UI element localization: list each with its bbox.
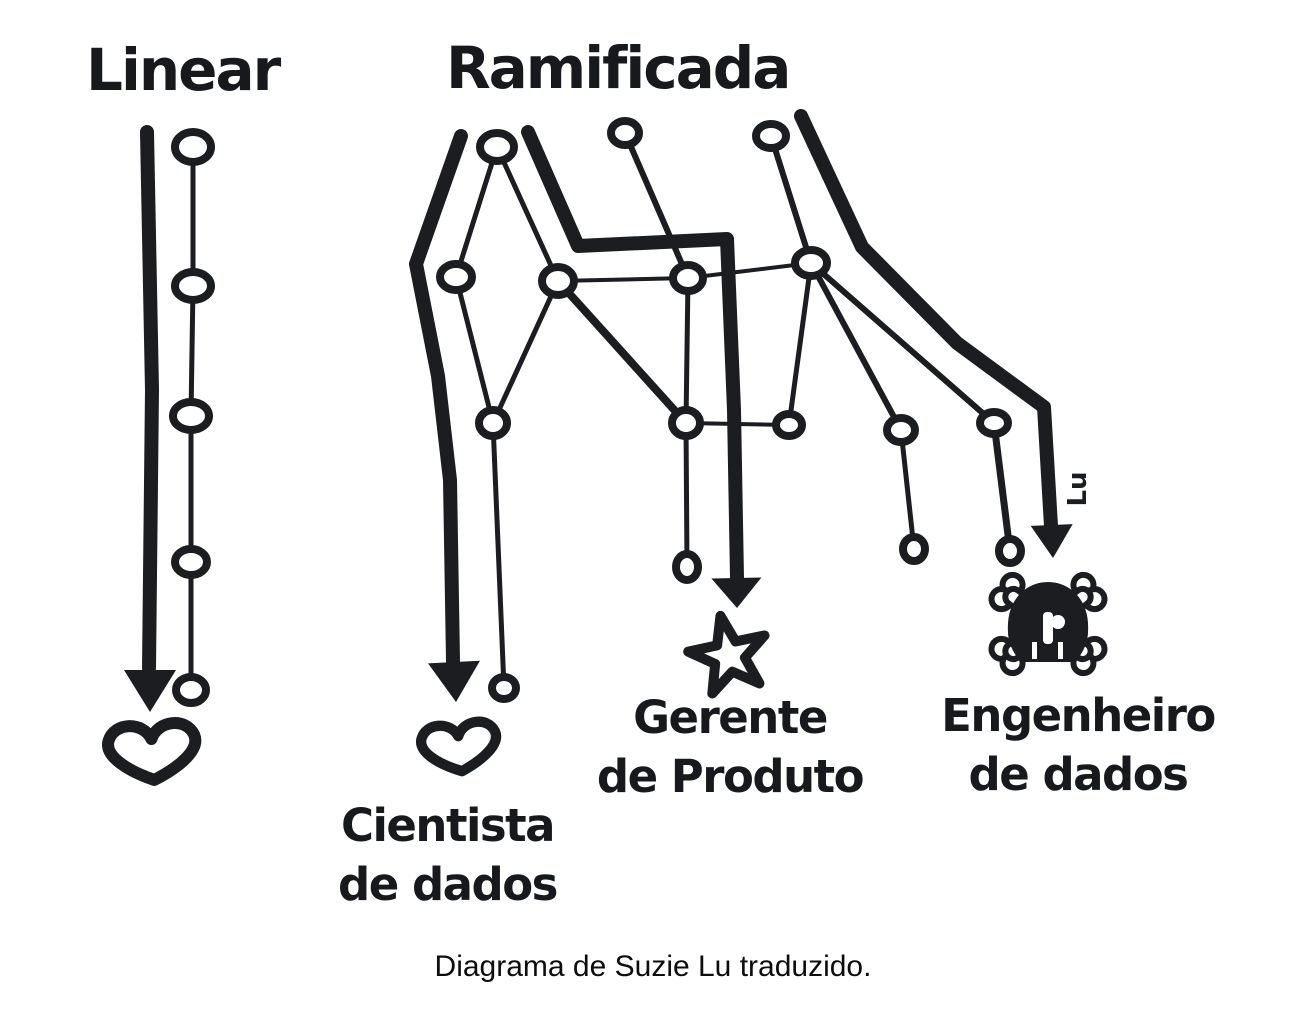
label-product-manager-line2: de Produto <box>596 750 865 804</box>
commit-edge <box>683 275 691 426</box>
commit-edge <box>453 274 496 426</box>
label-data-scientist-line2: de dados <box>338 858 558 912</box>
commit-node <box>171 268 215 304</box>
commit-edge <box>786 260 814 428</box>
label-product-manager: Gerente de Produto <box>565 688 895 807</box>
label-data-scientist: Cientista de dados <box>290 796 605 915</box>
commit-edges <box>188 130 1014 693</box>
commit-edge <box>622 130 691 281</box>
engenheiro-path <box>794 109 1073 558</box>
commit-edge <box>808 260 904 433</box>
linear-main-path <box>124 125 176 712</box>
commit-node <box>475 406 511 440</box>
commit-node <box>488 673 520 703</box>
commit-edge <box>494 144 561 284</box>
commit-node <box>669 261 707 295</box>
commit-node <box>995 535 1025 567</box>
commit-node <box>476 129 518 165</box>
heart-icon <box>416 716 502 777</box>
commit-edge <box>990 419 1014 555</box>
commit-node <box>436 260 476 294</box>
commit-node <box>172 673 210 707</box>
commit-edge <box>686 261 813 280</box>
star-icon <box>683 610 770 699</box>
label-data-engineer-line1: Engenheiro <box>941 689 1216 742</box>
commit-edge <box>554 277 690 427</box>
commit-edge <box>898 427 917 552</box>
title-ramificada: Ramificada <box>446 34 791 102</box>
commit-edge <box>453 144 500 280</box>
skull-icon <box>988 571 1108 677</box>
down-arrowhead-icon <box>711 577 762 608</box>
commit-node <box>672 550 702 584</box>
down-arrowhead-icon <box>1030 524 1073 558</box>
commit-edge <box>188 283 196 419</box>
down-arrowhead-icon <box>428 660 480 702</box>
commit-edge <box>556 276 690 283</box>
label-product-manager-line1: Gerente <box>633 691 828 744</box>
gerente-path <box>521 125 762 608</box>
commit-node <box>899 533 929 565</box>
title-linear: Linear <box>86 36 281 104</box>
heart-icon <box>102 717 202 786</box>
commit-node <box>171 128 215 166</box>
commit-node <box>607 117 643 149</box>
commit-node <box>976 408 1012 438</box>
commit-node <box>772 410 806 440</box>
commit-node <box>538 263 578 299</box>
down-arrowhead-icon <box>124 670 176 712</box>
commit-node <box>791 246 831 280</box>
signature-mark: Lu <box>1063 471 1093 506</box>
commit-node <box>169 398 213 434</box>
commit-node <box>883 414 919 446</box>
label-data-engineer: Engenheiro de dados <box>913 686 1243 805</box>
commit-node <box>668 406 704 440</box>
commit-edge <box>768 133 814 266</box>
commit-node <box>752 120 790 152</box>
commit-edge <box>808 260 997 426</box>
caption: Diagrama de Suzie Lu traduzido. <box>434 950 872 983</box>
commit-nodes <box>169 117 1025 707</box>
commit-edge <box>490 278 561 426</box>
label-data-engineer-line2: de dados <box>968 748 1189 802</box>
commit-edge <box>683 420 690 570</box>
commit-edge <box>490 420 507 691</box>
commit-node <box>171 545 211 579</box>
cientista-path <box>409 129 480 702</box>
label-data-scientist-line1: Cientista <box>340 799 556 852</box>
